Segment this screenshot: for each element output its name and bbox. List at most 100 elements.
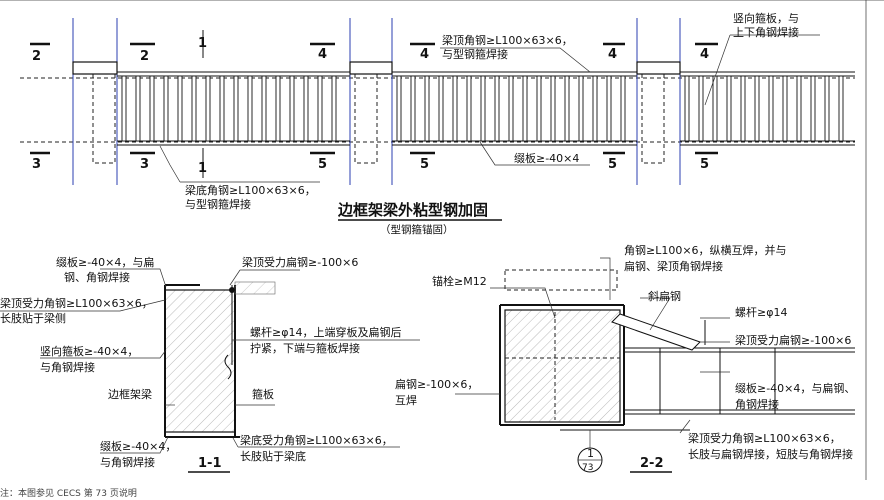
s22-batten-2: 角钢焊接 — [735, 397, 779, 411]
slab-stub — [234, 281, 276, 295]
section-mark-5: 5 — [318, 157, 327, 172]
section-mark-4: 4 — [420, 47, 429, 62]
stirrup-plate — [740, 75, 746, 142]
column-mid — [354, 67, 378, 164]
s22-bolt: 螺杆≥φ14 — [735, 305, 787, 319]
stirrup-plate — [754, 75, 760, 142]
stirrup-plate — [331, 75, 337, 142]
elevation-view — [20, 18, 855, 185]
stirrup-plate — [452, 75, 458, 142]
stirrup-plate — [578, 75, 584, 142]
section-mark-4: 4 — [318, 47, 327, 62]
beam-section — [164, 289, 236, 433]
stirrup-plate — [438, 75, 444, 142]
stirrup-plate — [768, 75, 774, 142]
s22-top-flat: 梁顶受力扁钢≥-100×6 — [735, 333, 851, 347]
detail-page: 73 — [582, 463, 593, 473]
stirrup-plate — [684, 75, 690, 142]
s11-bolt-2: 拧紧，下端与箍板焊接 — [250, 341, 360, 355]
label-top-angle-2: 与型钢箍焊接 — [442, 47, 508, 61]
stirrup-plate — [606, 75, 612, 142]
stirrup-plate — [522, 75, 528, 142]
label-batten: 缀板≥-40×4 — [514, 151, 579, 165]
drawing-title: 边框架梁外粘型钢加固 — [337, 201, 488, 219]
section-mark-1: 1 — [198, 36, 207, 51]
stirrup-plate — [424, 75, 430, 142]
section-mark-3: 3 — [140, 157, 149, 172]
s11-batten-top-2: 钢、角钢焊接 — [64, 270, 130, 284]
stirrup-plate — [466, 75, 472, 142]
section-2-2-caption: 2-2 — [640, 456, 664, 471]
stirrup-plate — [219, 75, 225, 142]
s22-top-angle: 梁顶受力角钢≥L100×63×6， — [688, 431, 841, 445]
footer-note: 注：本图参见 CECS 第 73 页说明 — [0, 487, 137, 499]
section-mark-5: 5 — [608, 157, 617, 172]
label-bottom-angle-2: 与型钢箍焊接 — [185, 197, 251, 211]
s22-top-angle-2: 长肢与扁钢焊接，短肢与角钢焊接 — [688, 447, 853, 461]
s22-batten: 缀板≥-40×4，与扁钢、 — [735, 381, 855, 395]
stirrup-plate — [275, 75, 281, 142]
s22-angle-top: 角钢≥L100×6，纵横互焊，并与 — [624, 243, 787, 257]
section-mark-5: 5 — [700, 157, 709, 172]
section-1-1-caption: 1-1 — [198, 456, 222, 471]
stirrup-plate — [564, 75, 570, 142]
s11-bolt: 螺杆≥φ14，上端穿板及扁钢后 — [250, 325, 401, 339]
s22-flat: 扁钢≥-100×6， — [395, 378, 478, 391]
stirrup-plate — [289, 75, 295, 142]
stirrup-plate — [396, 75, 402, 142]
s11-stirrup-plate: 箍板 — [252, 387, 274, 401]
stirrup-plate — [796, 75, 802, 142]
stirrup-plate — [824, 75, 830, 142]
s22-angle-top-2: 扁钢、梁顶角钢焊接 — [624, 259, 723, 273]
s11-beam: 边框架梁 — [108, 387, 152, 401]
stirrup-plate — [261, 75, 267, 142]
stirrup-plate — [508, 75, 514, 142]
stirrup-plate — [698, 75, 704, 142]
detail-ref: 1 — [587, 447, 594, 460]
stirrup-plate — [782, 75, 788, 142]
section-2-2: 2-2 1 73 — [455, 257, 855, 473]
section-mark-4: 4 — [608, 47, 617, 62]
label-bottom-angle: 梁底角钢≥L100×63×6， — [185, 183, 316, 197]
stirrup-plate — [135, 75, 141, 142]
stirrup-plate — [592, 75, 598, 142]
s11-top-angle-2: 长肢贴于梁侧 — [0, 311, 66, 325]
stirrup-plate — [410, 75, 416, 142]
section-marks: 2 2 1 4 4 4 4 3 3 1 5 5 5 5 — [30, 30, 718, 178]
stirrup-plate — [726, 75, 732, 142]
stirrup-plate — [317, 75, 323, 142]
s11-bottom-angle: 梁底受力角钢≥L100×63×6， — [240, 433, 393, 447]
section-mark-1: 1 — [198, 161, 207, 176]
s11-batten-top: 缀板≥-40×4，与扁 — [56, 255, 154, 269]
stirrup-plate — [810, 75, 816, 142]
stirrup-plate — [480, 75, 486, 142]
stirrup-plate — [247, 75, 253, 142]
column-section — [504, 309, 621, 423]
stirrup-plate — [303, 75, 309, 142]
section-1-1: 1-1 — [0, 268, 420, 473]
section-mark-3: 3 — [32, 157, 41, 172]
drawing-subtitle: （型钢箍锚固） — [380, 223, 454, 236]
s11-batten-bottom: 缀板≥-40×4， — [100, 439, 176, 453]
s11-batten-bottom-2: 与角钢焊接 — [100, 455, 155, 469]
label-vertical-plate-2: 上下角钢焊接 — [733, 25, 799, 39]
label-vertical-plate: 竖向箍板，与 — [733, 11, 799, 25]
stirrup-plate — [163, 75, 169, 142]
s22-anchor: 锚栓≥M12 — [432, 274, 487, 288]
stirrup-plate — [233, 75, 239, 142]
bolt-head — [229, 287, 235, 293]
s22-flat-2: 互焊 — [395, 393, 417, 407]
stirrup-plate — [149, 75, 155, 142]
s11-bottom-angle-2: 长肢贴于梁底 — [240, 449, 306, 463]
column-right — [641, 67, 665, 164]
stirrup-plate — [536, 75, 542, 142]
column-left — [92, 67, 116, 164]
section-mark-2: 2 — [140, 49, 149, 64]
s11-top-angle: 梁顶受力角钢≥L100×63×6， — [0, 296, 153, 310]
stirrup-plate — [712, 75, 718, 142]
stirrup-plate — [121, 75, 127, 142]
s11-vertical-plate-2: 与角钢焊接 — [40, 360, 95, 374]
stirrup-plate — [494, 75, 500, 142]
s22-diag-flat: 斜扁钢 — [648, 290, 681, 303]
